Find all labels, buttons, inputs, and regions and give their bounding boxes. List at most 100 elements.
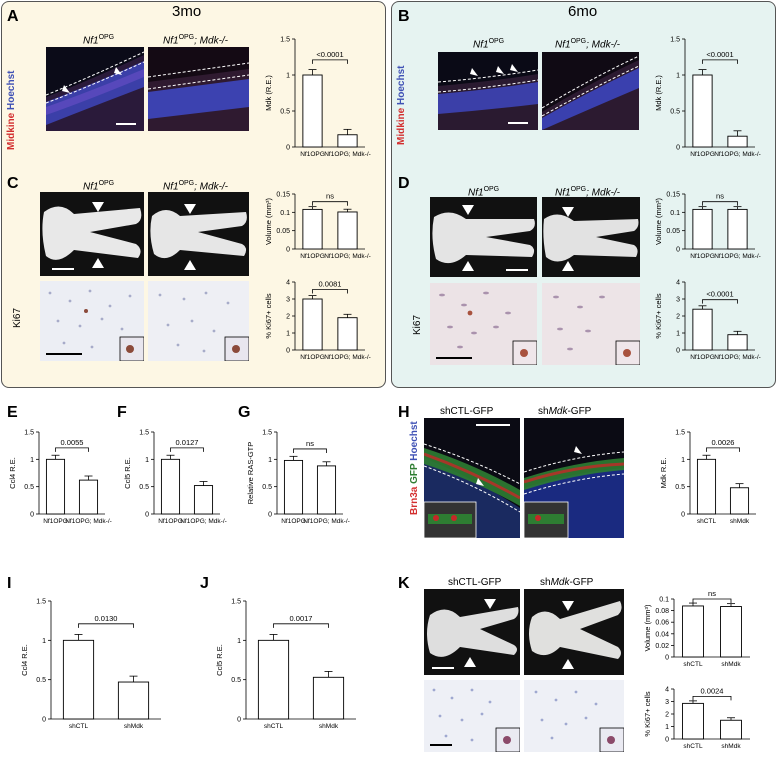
category-label: Nf1OPG: [300, 253, 325, 260]
panel-label-a: A: [7, 8, 19, 25]
y-axis-label: Mdk R.E.: [659, 458, 668, 489]
significance-label: ns: [326, 192, 334, 201]
y-tick-label: 1: [665, 724, 669, 731]
y-tick-label: 0.5: [670, 109, 680, 116]
b-stain-label: Midkine Hoechst: [396, 65, 407, 145]
panel-label-b: B: [398, 8, 410, 25]
y-tick-label: 0: [676, 145, 680, 152]
c-nerve-image-1: [40, 192, 144, 276]
y-tick-label: 0: [676, 247, 680, 254]
panel-label-c: C: [7, 175, 19, 192]
h-img2-title: shMdk-GFP: [538, 406, 592, 417]
significance-bracket: [706, 447, 740, 452]
panel-label-g: G: [238, 404, 251, 421]
k-img1-title: shCTL-GFP: [448, 577, 502, 588]
y-tick-label: 1.5: [262, 430, 272, 437]
y-tick-label: 0.5: [280, 109, 290, 116]
y-tick-label: 0.5: [262, 484, 272, 491]
y-tick-label: 0.5: [36, 677, 46, 684]
y-tick-label: 1: [286, 331, 290, 338]
category-label: shCTL: [697, 518, 717, 525]
y-axis-label: Ccl4 R.E.: [8, 457, 17, 489]
significance-label: <0.0001: [706, 290, 733, 299]
category-label: shCTL: [69, 723, 89, 730]
y-axis-label: Mdk (R.E.): [654, 75, 663, 111]
y-tick-label: 0.1: [670, 210, 680, 217]
c-ki67-image-1: [40, 281, 144, 361]
y-tick-label: 0.5: [675, 484, 685, 491]
bar: [45, 458, 66, 515]
a-img1-title: Nf1OPG: [83, 34, 115, 47]
y-tick-label: 1: [145, 457, 149, 464]
bar: [193, 485, 214, 515]
y-axis-label: Volume (mm³): [643, 604, 652, 652]
category-label: shMdk: [124, 723, 144, 730]
c-nerve-image-2: [148, 192, 249, 276]
significance-bracket: [692, 695, 732, 701]
panel-label-k: K: [398, 575, 410, 592]
bar: [316, 465, 337, 515]
k-ki67-image-1: [424, 680, 520, 752]
y-tick-label: 0.5: [139, 484, 149, 491]
significance-bracket: [312, 201, 348, 206]
significance-bracket: [273, 623, 329, 628]
bar: [302, 74, 323, 148]
category-label: Nf1OPG; Mdk-/-: [180, 518, 227, 525]
y-tick-label: 0: [665, 737, 669, 744]
significance-bracket: [312, 289, 348, 294]
bar: [727, 334, 748, 351]
category-label: shMdk: [721, 743, 741, 750]
d-nerve-image-1: [430, 197, 537, 277]
y-tick-label: 1: [681, 457, 685, 464]
y-tick-label: 1.5: [231, 599, 241, 606]
d-img1-title: Nf1OPG: [468, 186, 500, 199]
y-tick-label: 2: [665, 712, 669, 719]
category-label: Nf1OPG; Mdk-/-: [65, 518, 112, 525]
y-tick-label: 0.08: [655, 608, 669, 615]
d-ki67-image-1: [430, 283, 537, 365]
significance-label: <0.0001: [706, 50, 733, 59]
y-tick-label: 0: [42, 717, 46, 724]
bar: [682, 702, 704, 740]
panel-label-e: E: [7, 404, 18, 421]
y-tick-label: 0.5: [24, 484, 34, 491]
y-tick-label: 1.5: [670, 37, 680, 44]
significance-label: 0.0024: [701, 686, 724, 695]
d-nerve-image-2: [542, 197, 640, 277]
category-label: Nf1OPG; Mdk-/-: [714, 151, 761, 158]
panel-label-j: J: [200, 575, 209, 592]
k-img2-title: shMdk-GFP: [540, 577, 594, 588]
bar: [682, 605, 704, 658]
bar: [720, 719, 742, 740]
significance-bracket: [170, 447, 204, 452]
significance-label: 0.0055: [61, 438, 84, 447]
y-tick-label: 1: [268, 457, 272, 464]
h-retina-image-1: [424, 418, 520, 538]
c-ki67-label: Ki67: [12, 307, 23, 328]
y-tick-label: 1: [30, 457, 34, 464]
bar: [283, 459, 304, 515]
y-axis-label: Mdk (R.E.): [264, 75, 273, 111]
b-retina-image-2: [542, 52, 639, 130]
bar: [692, 208, 713, 250]
category-label: Nf1OPG: [281, 518, 306, 525]
y-tick-label: 1.5: [139, 430, 149, 437]
y-tick-label: 1: [286, 73, 290, 80]
y-tick-label: 0: [676, 348, 680, 355]
y-tick-label: 1.5: [280, 37, 290, 44]
bar: [692, 74, 713, 148]
significance-bracket: [692, 598, 732, 603]
y-axis-label: Volume (mm³): [654, 197, 663, 245]
category-label: Nf1OPG: [300, 354, 325, 361]
y-tick-label: 0: [286, 348, 290, 355]
significance-bracket: [293, 448, 327, 453]
h-retina-image-2: [524, 418, 624, 538]
category-label: Nf1OPG; Mdk-/-: [324, 354, 371, 361]
bar: [302, 298, 323, 351]
category-label: Nf1OPG: [300, 151, 325, 158]
